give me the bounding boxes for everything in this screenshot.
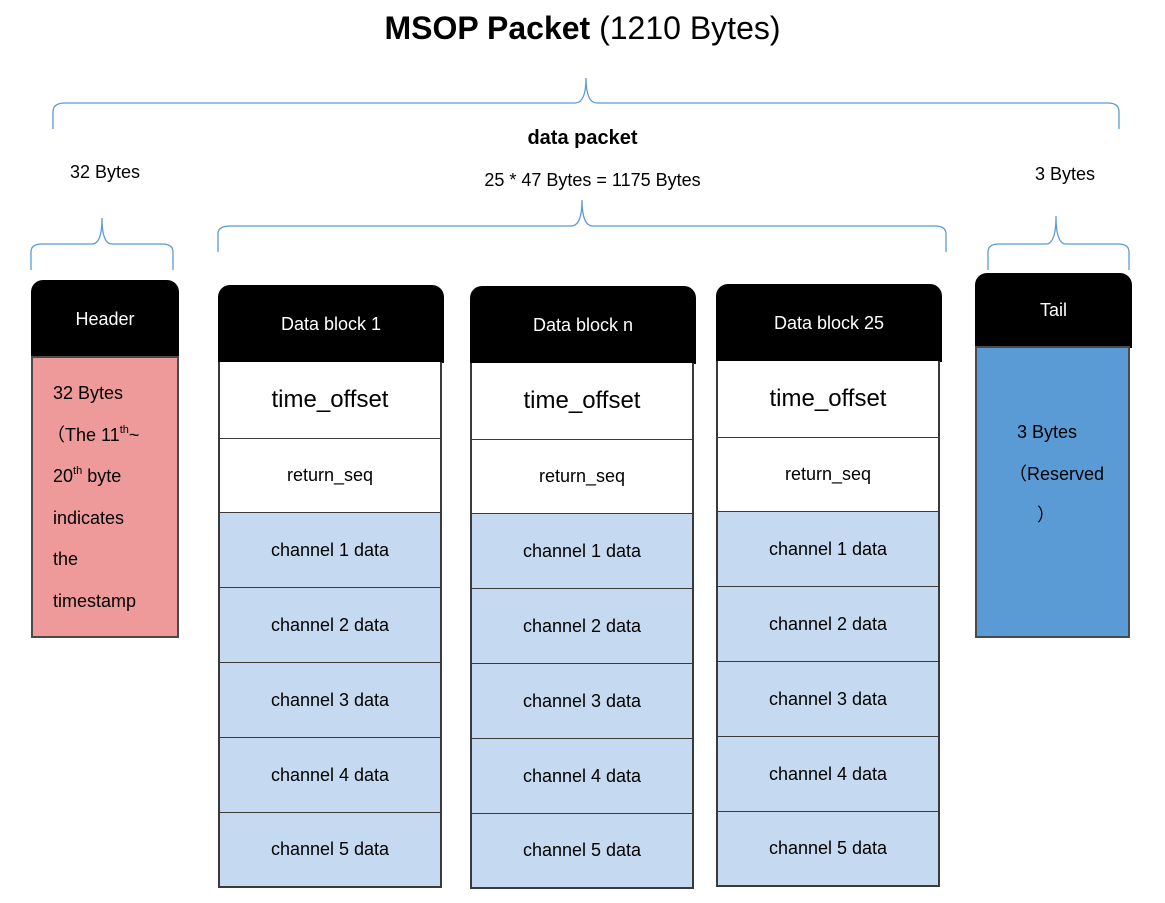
block-25-channel-2: channel 2 data [718, 586, 938, 661]
data-block-n-title: Data block n [470, 286, 696, 364]
block-n-channel-1: channel 1 data [472, 513, 692, 588]
tail-line-2: （Reserved [1009, 463, 1105, 484]
tail-title: Tail [975, 273, 1132, 348]
block-n-channel-5: channel 5 data [472, 813, 692, 887]
block-n-channel-2: channel 2 data [472, 588, 692, 663]
header-line-1: 32 Bytes [53, 383, 124, 403]
header-size-label: 32 Bytes [69, 162, 141, 182]
packet-brace [52, 77, 1120, 129]
header-body: 32 Bytes （The 11th~ 20th byte indicates … [31, 356, 179, 638]
data-block-n: time_offset return_seq channel 1 data ch… [470, 363, 694, 889]
block-n-channel-3: channel 3 data [472, 663, 692, 738]
block-25-channel-3: channel 3 data [718, 661, 938, 736]
block-25-channel-4: channel 4 data [718, 736, 938, 811]
data-block-25-title: Data block 25 [716, 284, 942, 362]
block-1-channel-5: channel 5 data [220, 812, 440, 886]
title-rest: (1210 Bytes) [590, 10, 781, 46]
data-packet-size: 25 * 47 Bytes = 1175 Bytes [484, 170, 701, 190]
header-line-5: the [53, 549, 79, 569]
header-title: Header [31, 280, 179, 358]
header-line-3: 20th byte [53, 465, 122, 487]
tail-size-label: 3 Bytes [1034, 164, 1096, 184]
block-1-channel-4: channel 4 data [220, 737, 440, 812]
header-line-4: indicates [53, 507, 125, 528]
block-1-return-seq: return_seq [220, 438, 440, 512]
data-block-1-title: Data block 1 [218, 285, 444, 363]
header-line-2: （The 11th~ [47, 423, 140, 445]
block-1-time-offset: time_offset [220, 362, 440, 438]
title-bold: MSOP Packet [384, 10, 591, 46]
header-line-6: timestamp [53, 590, 137, 611]
tail-line-3: ） [1037, 505, 1055, 525]
block-25-return-seq: return_seq [718, 437, 938, 511]
block-n-time-offset: time_offset [472, 363, 692, 439]
block-n-return-seq: return_seq [472, 439, 692, 513]
block-25-channel-1: channel 1 data [718, 511, 938, 586]
tail-brace [987, 215, 1130, 270]
block-1-channel-3: channel 3 data [220, 662, 440, 737]
diagram-title: MSOP Packet (1210 Bytes) [0, 8, 1165, 48]
block-25-channel-5: channel 5 data [718, 811, 938, 885]
block-1-channel-1: channel 1 data [220, 512, 440, 587]
block-1-channel-2: channel 2 data [220, 587, 440, 662]
data-packet-label: data packet [527, 127, 638, 149]
header-brace [30, 217, 174, 270]
tail-line-1: 3 Bytes [1017, 422, 1078, 442]
block-n-channel-4: channel 4 data [472, 738, 692, 813]
data-packet-brace [217, 199, 947, 252]
data-block-25: time_offset return_seq channel 1 data ch… [716, 361, 940, 887]
data-block-1: time_offset return_seq channel 1 data ch… [218, 362, 442, 888]
block-25-time-offset: time_offset [718, 361, 938, 437]
tail-body: 3 Bytes （Reserved ） [975, 346, 1130, 638]
